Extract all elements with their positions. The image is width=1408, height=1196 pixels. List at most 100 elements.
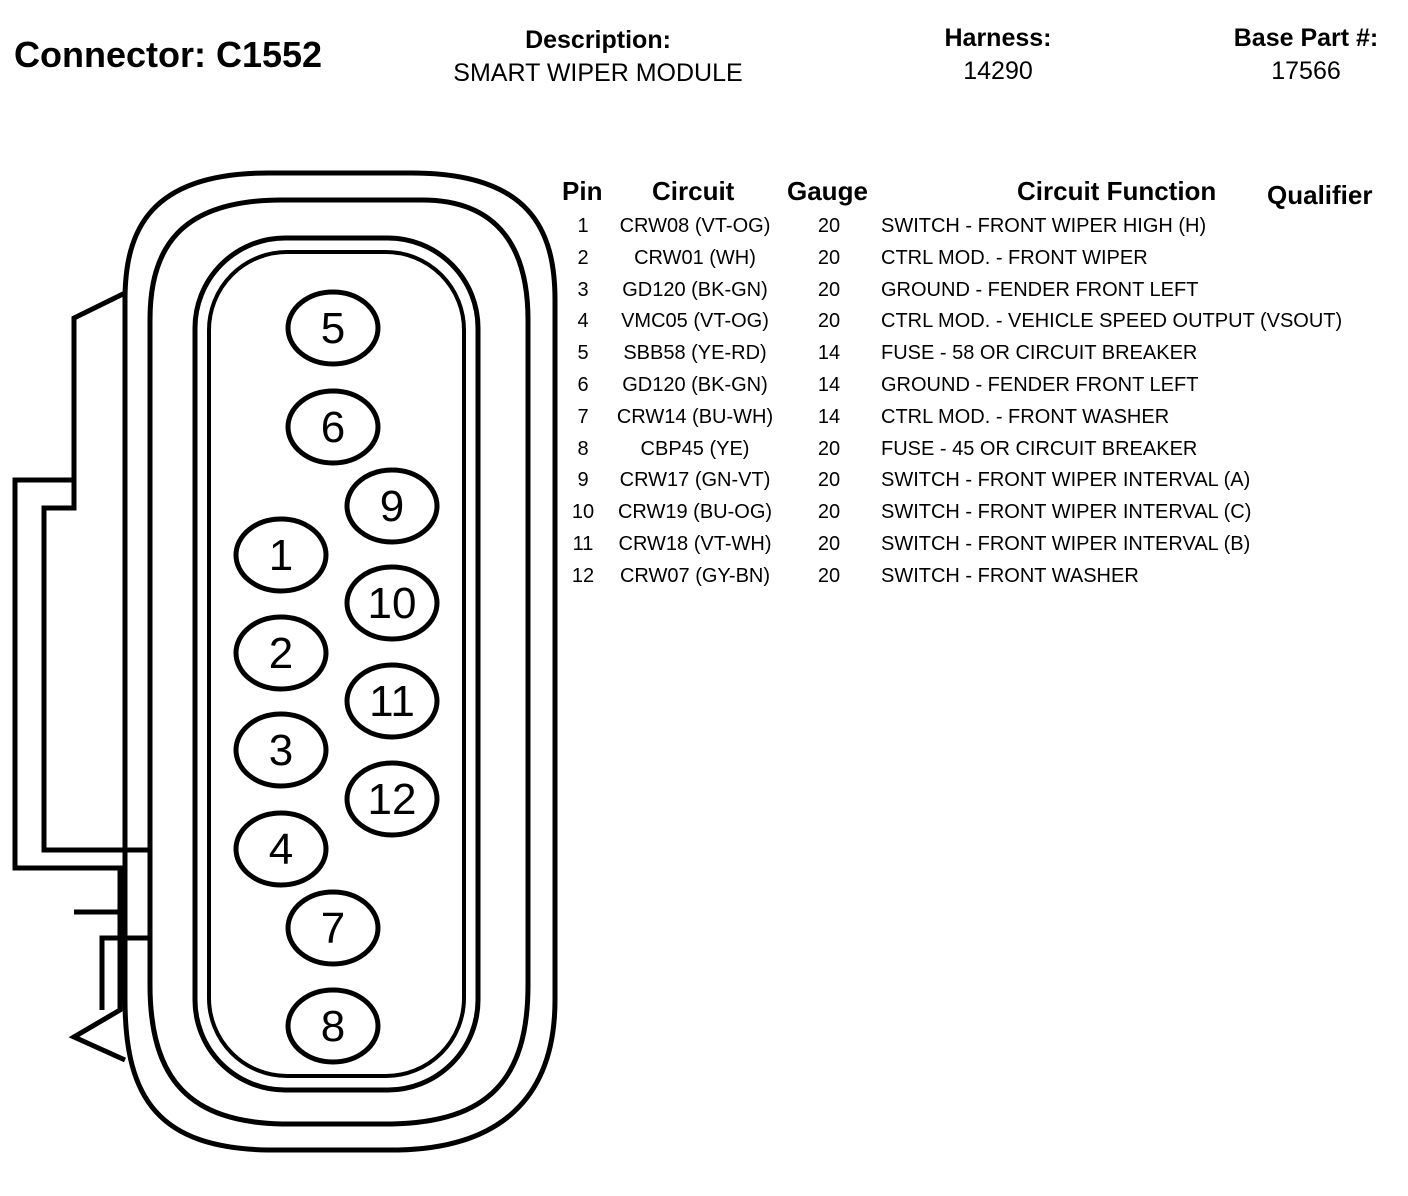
pin-number: 7 bbox=[321, 904, 345, 953]
pin-cavity bbox=[344, 564, 440, 642]
col-header-qualifier: Qualifier bbox=[1267, 180, 1373, 210]
cell-function: FUSE - 45 OR CIRCUIT BREAKER bbox=[881, 438, 1198, 460]
pin-cavity bbox=[344, 662, 440, 740]
pin-6: 6 bbox=[285, 388, 381, 466]
pin-cavity bbox=[233, 614, 329, 692]
cell-circuit: CRW17 (GN-VT) bbox=[619, 469, 771, 491]
pin-4: 4 bbox=[233, 810, 329, 888]
cell-function: SWITCH - FRONT WIPER INTERVAL (C) bbox=[881, 501, 1252, 523]
cell-pin: 11 bbox=[572, 533, 594, 555]
cell-function: FUSE - 58 OR CIRCUIT BREAKER bbox=[881, 342, 1198, 364]
pin-number: 12 bbox=[368, 775, 417, 824]
cell-gauge: 14 bbox=[817, 406, 841, 428]
cell-pin: 1 bbox=[577, 215, 589, 237]
pin-2: 2 bbox=[233, 614, 329, 692]
pin-cavity bbox=[344, 760, 440, 838]
pin-number: 6 bbox=[321, 403, 345, 452]
cell-pin: 5 bbox=[577, 342, 589, 364]
cell-circuit: CBP45 (YE) bbox=[640, 438, 750, 460]
pin-cavity bbox=[344, 467, 440, 545]
pin-12: 12 bbox=[344, 760, 440, 838]
cell-circuit: GD120 (BK-GN) bbox=[622, 374, 768, 396]
cell-pin: 2 bbox=[577, 247, 589, 269]
cell-gauge: 20 bbox=[817, 215, 841, 237]
cell-gauge: 20 bbox=[817, 310, 841, 332]
connector-latch-inner-outline bbox=[41, 480, 153, 1010]
cell-circuit: CRW01 (WH) bbox=[634, 247, 756, 269]
pin-10: 10 bbox=[344, 564, 440, 642]
cell-circuit: CRW14 (BU-WH) bbox=[616, 406, 774, 428]
col-header-gauge: Gauge bbox=[787, 176, 868, 206]
cell-circuit: CRW19 (BU-OG) bbox=[617, 501, 773, 523]
cell-gauge: 20 bbox=[817, 279, 841, 301]
cell-gauge: 20 bbox=[817, 565, 841, 587]
cell-circuit: VMC05 (VT-OG) bbox=[621, 310, 769, 332]
cell-gauge: 20 bbox=[817, 247, 841, 269]
pin-number: 10 bbox=[368, 579, 417, 628]
base-part-value: 17566 bbox=[1271, 57, 1341, 85]
pin-5: 5 bbox=[285, 289, 381, 367]
pin-cavity bbox=[285, 388, 381, 466]
pin-number: 8 bbox=[321, 1002, 345, 1051]
cell-function: CTRL MOD. - VEHICLE SPEED OUTPUT (VSOUT) bbox=[881, 310, 1343, 332]
pin-8: 8 bbox=[285, 987, 381, 1065]
cell-pin: 9 bbox=[577, 469, 589, 491]
pin-number: 3 bbox=[269, 726, 293, 775]
cell-pin: 3 bbox=[577, 279, 589, 301]
cell-function: SWITCH - FRONT WIPER INTERVAL (A) bbox=[881, 469, 1251, 491]
connector-latch-outline bbox=[12, 290, 127, 1063]
cell-circuit: CRW08 (VT-OG) bbox=[619, 215, 771, 237]
pin-number: 11 bbox=[369, 677, 415, 726]
harness-value: 14290 bbox=[963, 57, 1033, 85]
pin-1: 1 bbox=[233, 516, 329, 594]
pin-cavity bbox=[233, 810, 329, 888]
pin-cavity bbox=[285, 889, 381, 967]
cell-pin: 12 bbox=[571, 565, 595, 587]
connector-shroud-outline bbox=[147, 197, 531, 1127]
harness-label: Harness: bbox=[944, 24, 1052, 52]
connector-title: Connector: C1552 bbox=[14, 34, 323, 75]
cell-function: GROUND - FENDER FRONT LEFT bbox=[881, 374, 1199, 396]
col-header-circuit: Circuit bbox=[652, 176, 735, 206]
pin-cavity bbox=[285, 289, 381, 367]
cell-pin: 7 bbox=[577, 406, 589, 428]
pin-cavities: 5 69 1 10 2 11 3 12 47 8 bbox=[233, 289, 440, 1065]
connector-face-diagram: 5 69 1 10 2 11 3 12 47 8 bbox=[12, 170, 558, 1153]
pin-3: 3 bbox=[233, 711, 329, 789]
pin-9: 9 bbox=[344, 467, 440, 545]
cell-gauge: 20 bbox=[817, 438, 841, 460]
pin-cavity bbox=[285, 987, 381, 1065]
cell-pin: 4 bbox=[577, 310, 589, 332]
cell-function: CTRL MOD. - FRONT WIPER bbox=[881, 247, 1148, 269]
cell-function: CTRL MOD. - FRONT WASHER bbox=[881, 406, 1170, 428]
col-header-pin: Pin bbox=[562, 176, 603, 206]
pin-number: 1 bbox=[269, 531, 293, 580]
col-header-function: Circuit Function bbox=[1017, 176, 1217, 206]
connector-cavity-outer bbox=[192, 235, 481, 1093]
cell-gauge: 20 bbox=[817, 501, 841, 523]
pin-7: 7 bbox=[285, 889, 381, 967]
cell-pin: 10 bbox=[571, 501, 595, 523]
pin-cavity bbox=[233, 516, 329, 594]
pin-11: 11 bbox=[344, 662, 440, 740]
cell-gauge: 14 bbox=[817, 374, 841, 396]
cell-circuit: GD120 (BK-GN) bbox=[622, 279, 768, 301]
cell-circuit: CRW18 (VT-WH) bbox=[618, 533, 772, 555]
description-value: SMART WIPER MODULE bbox=[453, 59, 743, 87]
cell-circuit: SBB58 (YE-RD) bbox=[623, 342, 767, 364]
cell-gauge: 20 bbox=[817, 469, 841, 491]
connector-body-outline bbox=[122, 170, 558, 1153]
harness-block: Harness: 14290 bbox=[928, 23, 1068, 89]
pin-number: 9 bbox=[380, 482, 404, 531]
cell-gauge: 14 bbox=[817, 342, 841, 364]
connector-cavity-inner bbox=[207, 250, 466, 1078]
cell-circuit: CRW07 (GY-BN) bbox=[619, 565, 771, 587]
pin-number: 4 bbox=[269, 825, 293, 874]
cell-function: GROUND - FENDER FRONT LEFT bbox=[881, 279, 1199, 301]
cell-function: SWITCH - FRONT WIPER HIGH (H) bbox=[881, 215, 1207, 237]
cell-pin: 6 bbox=[577, 374, 589, 396]
pin-number: 5 bbox=[321, 304, 345, 353]
cell-function: SWITCH - FRONT WASHER bbox=[881, 565, 1139, 587]
pin-cavity bbox=[233, 711, 329, 789]
base-part-block: Base Part #: 17566 bbox=[1218, 23, 1394, 89]
